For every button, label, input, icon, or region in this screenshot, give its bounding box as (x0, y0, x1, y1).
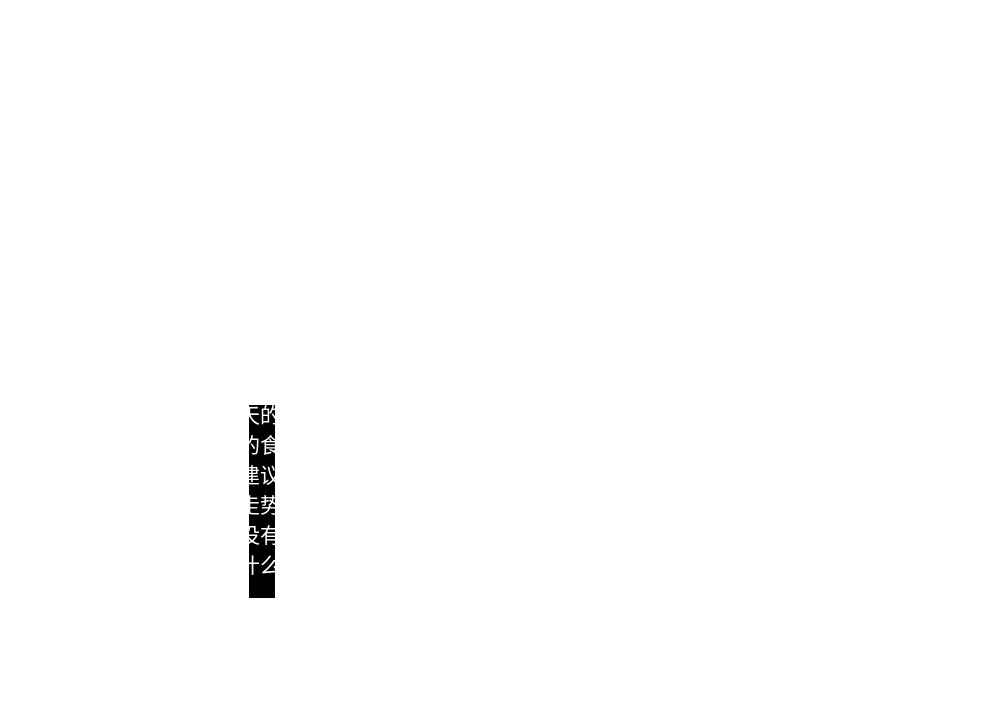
overlay-text: 天的 的食 建议 走势 没有 什么 (249, 405, 275, 598)
overlay-line: 天的 (249, 405, 275, 428)
overlay-line: 没有 (249, 524, 275, 548)
overlay-line: 的食 (249, 434, 275, 458)
overlay-line: 走势 (249, 494, 275, 518)
overlay-line: 建议 (249, 464, 275, 488)
overlay-line (249, 581, 275, 598)
black-overlay-fragment: 天的 的食 建议 走势 没有 什么 (249, 405, 275, 598)
overlay-line: 什么 (249, 554, 275, 578)
